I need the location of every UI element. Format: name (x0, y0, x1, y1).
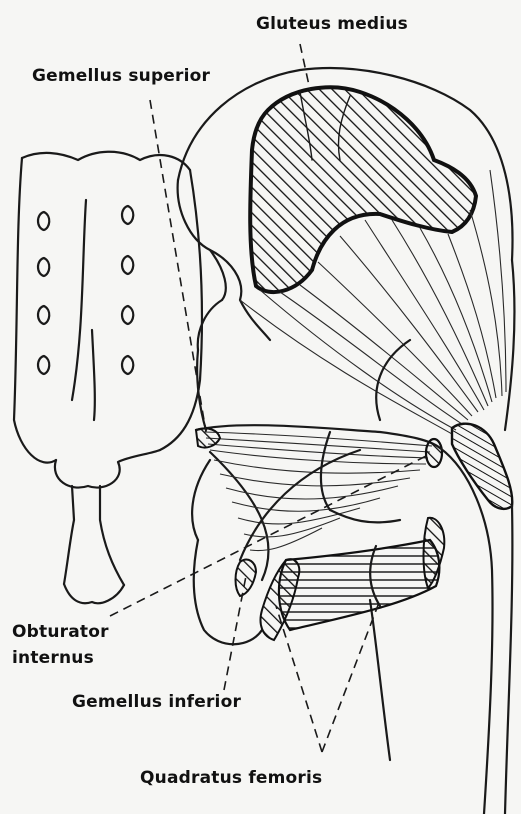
label-gemellus-superior: Gemellus superior (32, 66, 210, 87)
sacrum (14, 152, 202, 603)
label-gemellus-inferior: Gemellus inferior (72, 692, 241, 713)
greater-trochanter-insertion (452, 424, 512, 509)
label-obturator-internus-line1: Obturator (12, 622, 109, 643)
quadratus-femoris-muscle (261, 518, 445, 640)
gluteus-medius-muscle (240, 87, 506, 434)
label-obturator-internus-line2: internus (12, 648, 94, 669)
femur (192, 448, 512, 814)
label-quadratus-femoris: Quadratus femoris (140, 768, 322, 789)
label-gluteus-medius: Gluteus medius (256, 14, 408, 35)
